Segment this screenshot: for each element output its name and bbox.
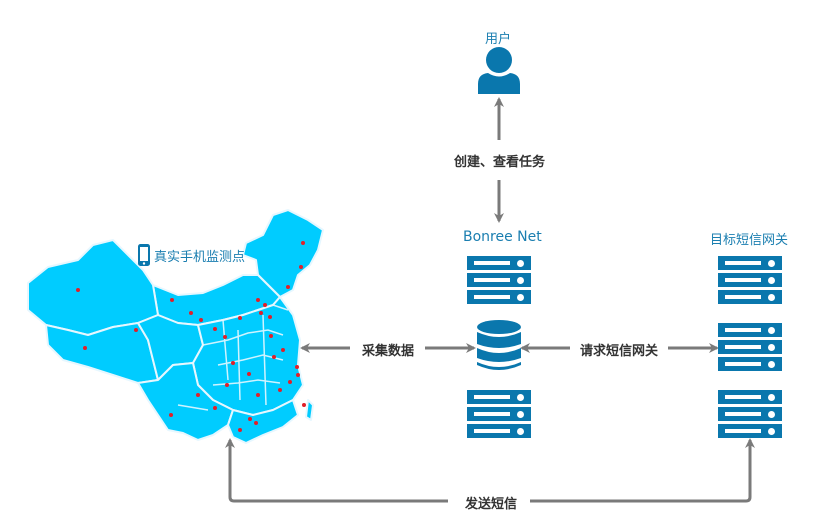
server-icon <box>718 390 782 404</box>
server-icon <box>718 323 782 337</box>
server-icon <box>718 273 782 287</box>
loop-to-map <box>225 438 448 503</box>
map-region-taiwan <box>305 399 314 421</box>
edge-label-gateway-map: 发送短信 <box>461 493 522 512</box>
gateway-server-bottom <box>718 390 782 441</box>
map-region-south <box>227 399 299 444</box>
server-icon <box>467 424 531 438</box>
user-label: 用户 <box>485 32 512 47</box>
server-icon <box>467 256 531 270</box>
server-icon <box>718 424 782 438</box>
mobile-phone-icon <box>138 244 150 266</box>
server-icon <box>718 256 782 270</box>
monitor-label: 真实手机监测点 <box>137 243 245 267</box>
map-province-borders <box>177 304 289 411</box>
server-icon <box>718 290 782 304</box>
server-icon <box>467 273 531 287</box>
server-icon <box>467 390 531 404</box>
china-map <box>27 209 324 444</box>
server-icon <box>467 290 531 304</box>
server-icon <box>718 407 782 421</box>
bonree-server-bottom <box>467 390 531 441</box>
edge-label-user-bonree: 创建、查看任务 <box>452 151 548 170</box>
loop-to-gateway <box>530 438 755 503</box>
monitor-label-text: 真实手机监测点 <box>154 249 246 265</box>
user-icon <box>478 47 520 94</box>
bonree-server-top <box>467 256 531 307</box>
gateway-label: 目标短信网关 <box>710 233 789 248</box>
map-region-northeast <box>242 209 324 298</box>
map-region-tibet <box>45 322 159 384</box>
server-icon <box>718 340 782 354</box>
gateway-server-top <box>718 256 782 307</box>
map-region-southwest <box>137 362 234 441</box>
edge-label-db-gateway: 请求短信网关 <box>580 340 659 359</box>
bonree-label: Bonree Net <box>463 229 542 245</box>
edge-label-map-db: 采集数据 <box>362 340 415 359</box>
database-icon <box>477 320 521 370</box>
gateway-server-middle <box>718 323 782 374</box>
monitor-dots <box>76 241 306 432</box>
server-icon <box>467 407 531 421</box>
server-icon <box>718 357 782 371</box>
